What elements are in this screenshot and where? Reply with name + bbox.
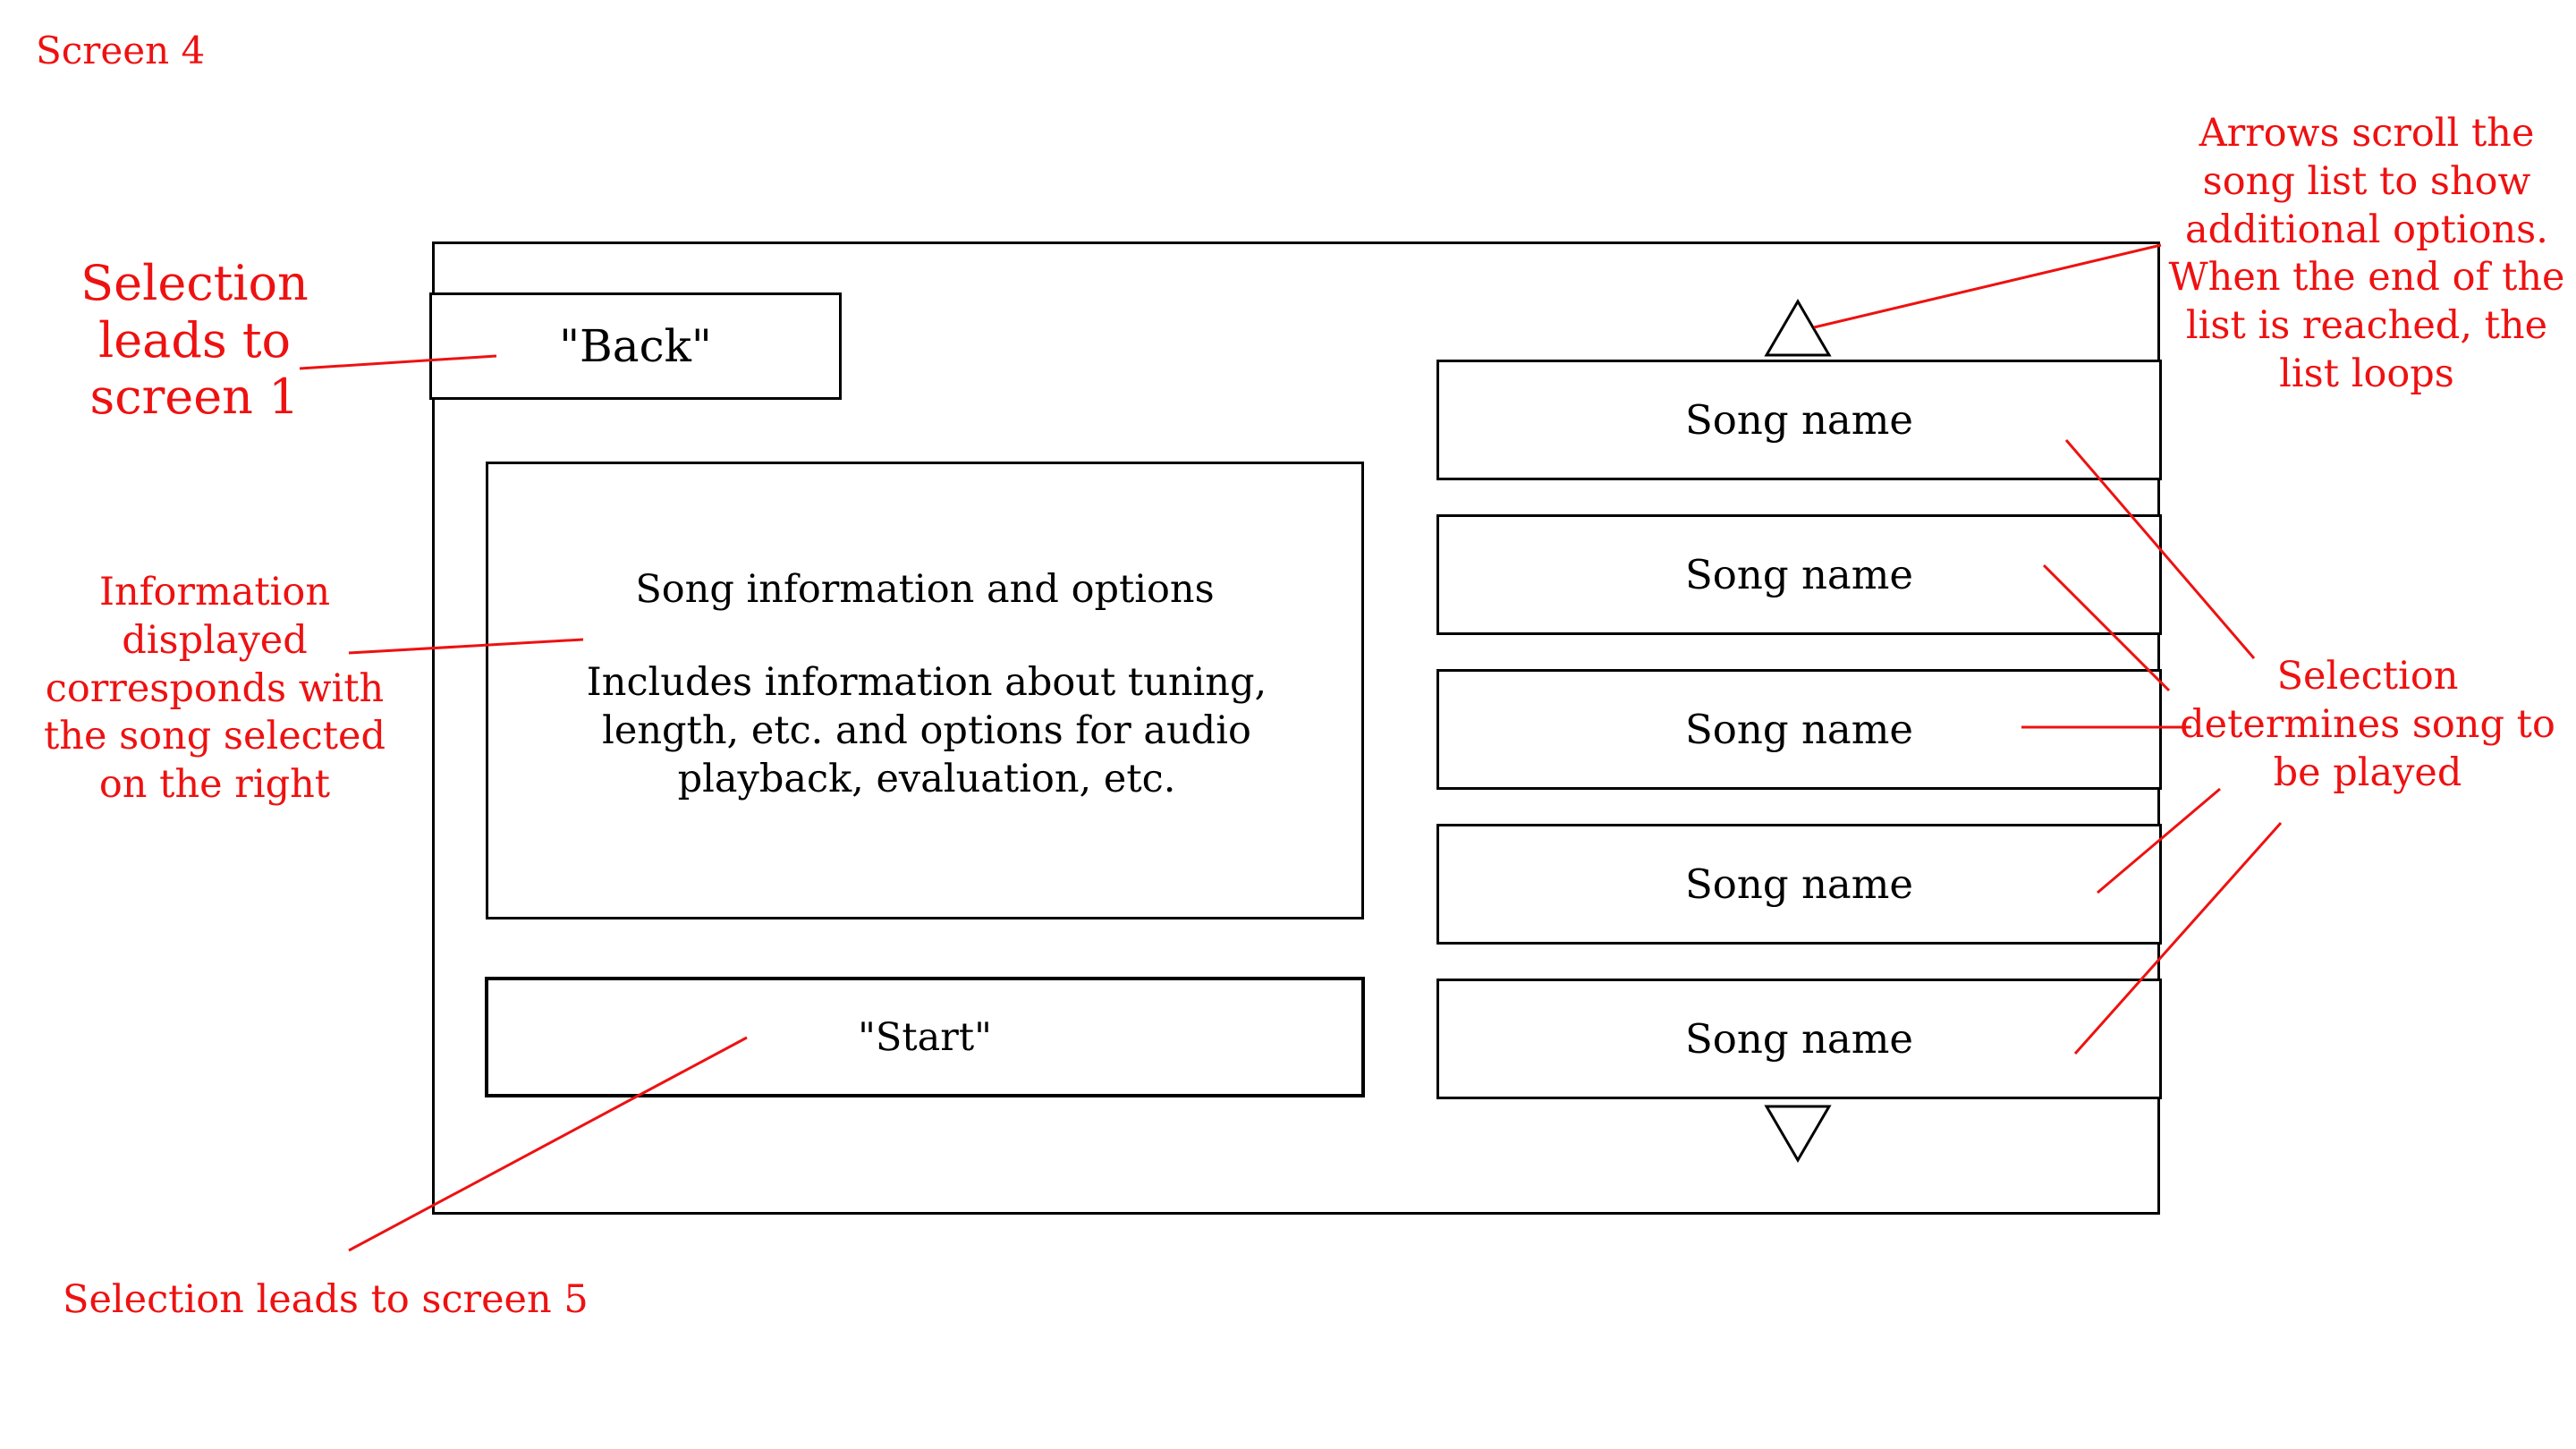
start-button[interactable]: "Start" (485, 977, 1365, 1097)
song-name-label: Song name (1684, 706, 1914, 753)
annotation-back: Selection leads to screen 1 (80, 255, 309, 426)
song-name-label: Song name (1684, 1015, 1914, 1063)
song-name-label: Song name (1684, 396, 1914, 444)
annotation-songs: Selection determines song to be played (2180, 654, 2555, 795)
song-info-body: Includes information about tuning, lengt… (586, 660, 1267, 801)
song-name-label: Song name (1684, 860, 1914, 908)
annotation-arrows: Arrows scroll the song list to show addi… (2168, 111, 2565, 396)
song-list-item[interactable]: Song name (1436, 824, 2162, 945)
triangle-down-icon[interactable] (1764, 1104, 1832, 1163)
song-list-item[interactable]: Song name (1436, 979, 2162, 1099)
annotation-start: Selection leads to screen 5 (63, 1277, 589, 1322)
back-button[interactable]: "Back" (429, 292, 842, 400)
start-button-label: "Start" (858, 1014, 992, 1060)
annotation-info: Information displayed corresponds with t… (44, 570, 386, 807)
song-list-item[interactable]: Song name (1436, 669, 2162, 790)
song-info-title: Song information and options (635, 567, 1215, 612)
song-name-label: Song name (1684, 551, 1914, 598)
triangle-up-icon[interactable] (1764, 299, 1832, 358)
song-list-item[interactable]: Song name (1436, 360, 2162, 480)
screen-label: Screen 4 (36, 29, 206, 72)
song-info-panel: Song information and options Includes in… (486, 462, 1364, 919)
back-button-label: "Back" (559, 320, 712, 372)
song-list-item[interactable]: Song name (1436, 514, 2162, 635)
